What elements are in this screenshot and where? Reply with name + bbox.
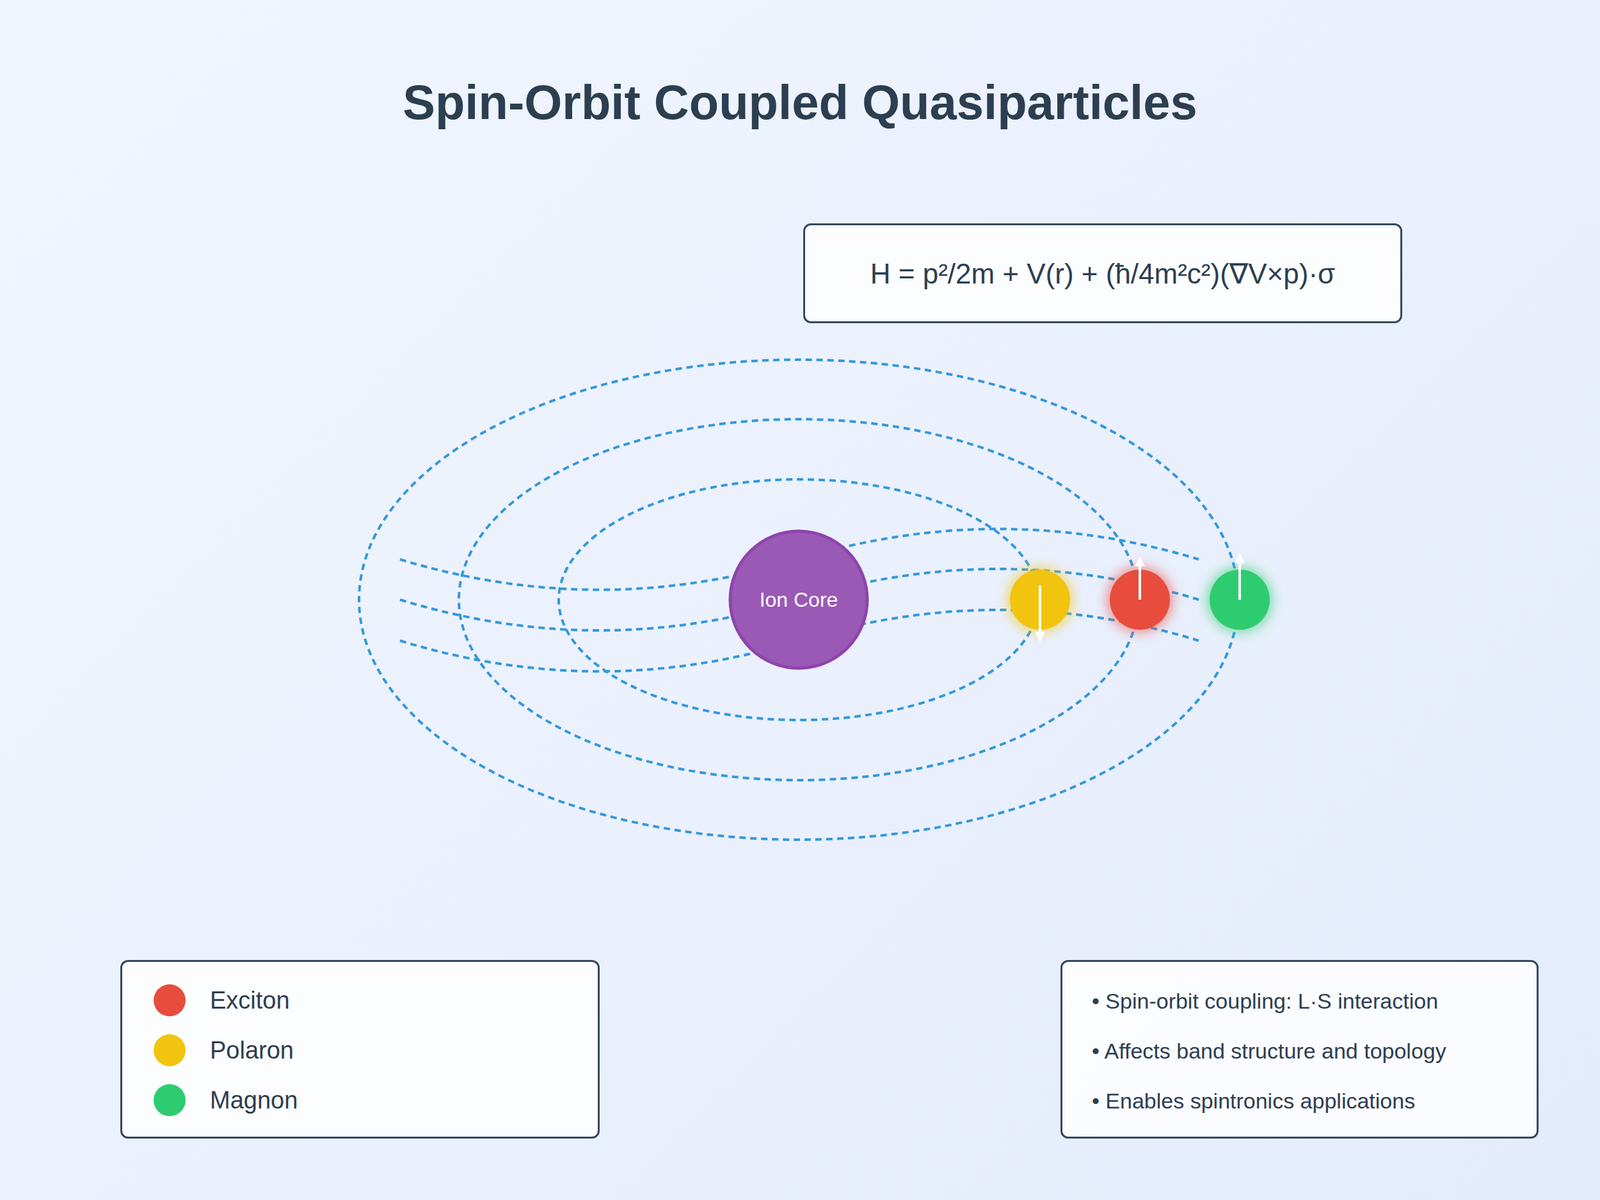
legend-item: Exciton xyxy=(122,975,598,1026)
legend-box: ExcitonPolaronMagnon xyxy=(120,960,600,1139)
orbit-ellipse xyxy=(558,479,1039,720)
core-label: Ion Core xyxy=(759,588,839,612)
formula-box: H = p²/2m + V(r) + (ħ/4m²c²)(∇V×p)·σ xyxy=(803,223,1403,324)
legend-label: Magnon xyxy=(209,1086,298,1115)
legend-swatch xyxy=(153,1034,186,1067)
spin-arrow xyxy=(1038,585,1042,637)
legend-swatch xyxy=(153,1084,186,1117)
orbit-ellipse xyxy=(359,359,1239,840)
formula-text: H = p²/2m + V(r) + (ħ/4m²c²)(∇V×p)·σ xyxy=(870,257,1336,290)
spin-arrow xyxy=(1238,558,1241,600)
ion-core-circle xyxy=(730,531,868,669)
diagram-title: Spin-Orbit Coupled Quasiparticles xyxy=(0,70,1600,135)
legend-item: Magnon xyxy=(122,1075,598,1126)
orbit-ellipse xyxy=(458,419,1139,781)
info-bullet: • Spin-orbit coupling: L·S interaction xyxy=(1091,976,1439,1026)
legend-label: Exciton xyxy=(209,986,290,1015)
spin-arrow xyxy=(1138,561,1142,600)
ion-core: Ion Core xyxy=(728,529,870,671)
info-box: • Spin-orbit coupling: L·S interaction• … xyxy=(1060,960,1539,1139)
info-bullet: • Enables spintronics applications xyxy=(1091,1075,1416,1126)
legend-swatch xyxy=(153,984,186,1017)
legend-item: Polaron xyxy=(122,1025,598,1076)
info-bullet: • Affects band structure and topology xyxy=(1091,1025,1447,1076)
legend-label: Polaron xyxy=(209,1036,294,1065)
